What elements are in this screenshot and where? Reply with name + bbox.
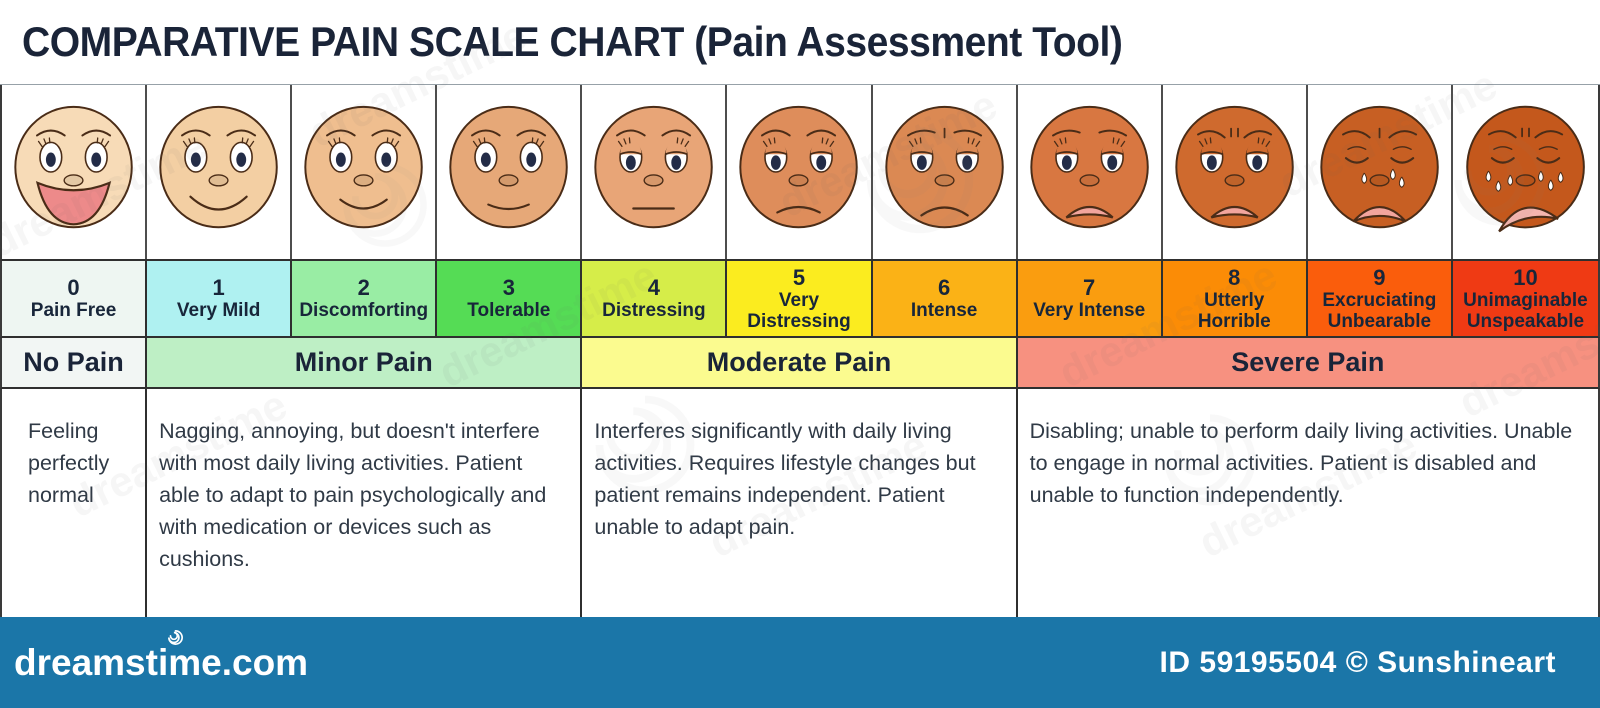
face-cell-4 [582,85,728,259]
level-label: Unimaginable Unspeakable [1463,289,1588,332]
level-label: Pain Free [30,300,117,321]
description-cell-no-pain: Feeling perfectly normal [2,389,148,617]
description-cell-minor-pain: Nagging, annoying, but doesn't interfere… [147,389,583,617]
description-cell-moderate-pain: Interferes significantly with daily livi… [582,389,1018,617]
face-cell-9 [1308,85,1453,259]
footer-bar: dreamstime.com ID 59195504 © Sunshineart [0,617,1600,708]
face-cell-7 [1018,85,1163,259]
face-svg [1175,105,1294,229]
face-cell-8 [1163,85,1308,259]
level-label: Distressing [602,300,706,321]
brand-spiral-icon [167,629,183,645]
level-label: Intense [910,300,978,321]
level-label: Very Distressing [747,289,851,332]
face-svg [1029,105,1149,229]
face-cell-10 [1453,85,1598,259]
brand-text: dreamstime.com [14,641,309,683]
level-value: 6 [937,275,951,300]
level-label: Utterly Horrible [1197,289,1271,332]
brand-logo: dreamstime.com [14,629,309,684]
face-svg [1466,105,1585,233]
level-label: Tolerable [467,300,551,321]
face-cell-0 [2,85,148,259]
level-label: Very Mild [176,300,261,321]
category-cell-severe-pain: Severe Pain [1017,338,1598,387]
level-value: 7 [1083,275,1096,300]
level-value: 10 [1513,264,1538,290]
face-cell-1 [147,85,293,259]
category-cell-minor-pain: Minor Pain [147,338,583,387]
face-svg [449,105,569,229]
face-svg [304,105,423,229]
face-svg [594,105,714,229]
level-label: Very Intense [1033,300,1146,321]
level-value: 3 [502,275,515,300]
face-cell-3 [437,85,583,259]
level-label: Excruciating Unbearable [1322,289,1437,332]
face-cell-6 [873,85,1018,259]
faces-row [0,85,1600,261]
face-svg [159,105,278,229]
level-value: 5 [792,264,806,290]
face-svg [739,105,859,229]
category-cell-moderate-pain: Moderate Pain [582,338,1018,387]
level-value: 1 [212,275,225,300]
description-cell-severe-pain: Disabling; unable to perform daily livin… [1029,419,1573,507]
header: COMPARATIVE PAIN SCALE CHART (Pain Asses… [0,0,1600,85]
level-value: 0 [67,275,80,300]
level-value: 9 [1373,264,1386,290]
page-title: COMPARATIVE PAIN SCALE CHART (Pain Asses… [22,18,1123,65]
level-label: Discomforting [299,300,429,321]
level-value: 8 [1228,264,1241,290]
credit-text: ID 59195504 © Sunshineart [1159,645,1556,679]
face-svg [1320,105,1439,229]
level-value: 4 [647,275,661,300]
face-svg [884,105,1004,229]
category-cell-no-pain: No Pain [2,338,148,387]
face-svg [14,105,133,229]
face-cell-2 [292,85,438,259]
face-cell-5 [727,85,873,259]
level-value: 2 [357,275,370,300]
